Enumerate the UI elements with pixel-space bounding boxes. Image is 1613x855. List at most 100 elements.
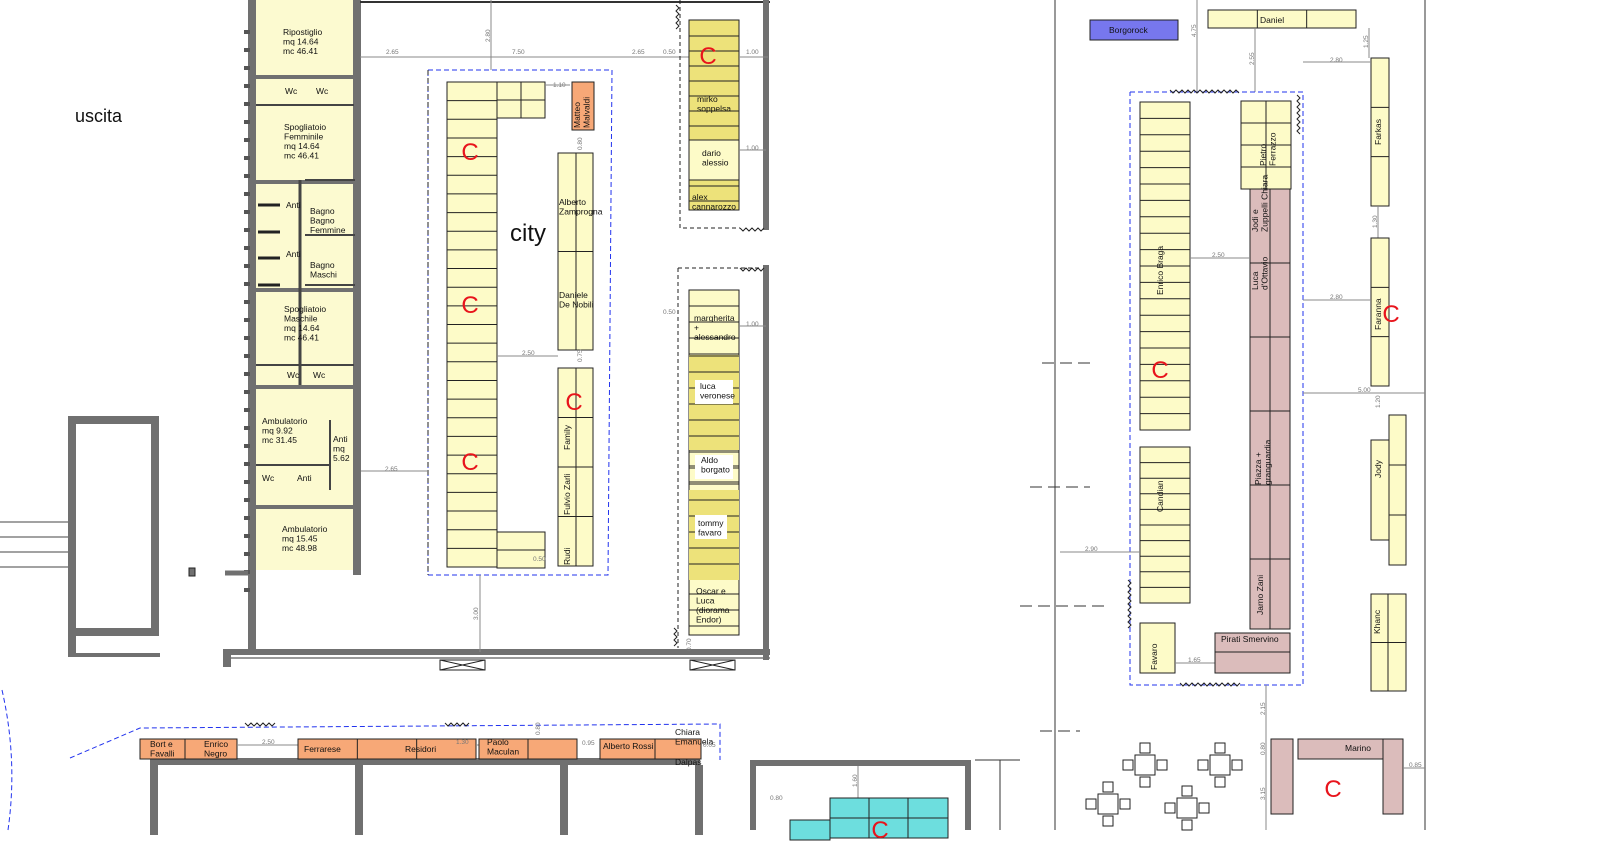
dimension-label: 0.50 [533, 556, 546, 563]
room-label-wc1: Wc [285, 86, 298, 96]
lower-wall [355, 765, 363, 835]
cafe-chair [1198, 802, 1210, 814]
lower-wall [560, 765, 568, 835]
partition-wall [256, 385, 354, 389]
room-label-wc5: Wc [262, 473, 275, 483]
cafe-chair [1231, 759, 1243, 771]
exhibitor-fulvio: Fulvio Zarli [562, 473, 572, 515]
dimension-label: 2.90 [1085, 546, 1098, 553]
window-mark [244, 480, 250, 484]
dimension-label: 0.50 [663, 49, 676, 56]
break-line [739, 227, 765, 232]
c-marker: C [461, 449, 478, 476]
partition-wall [256, 288, 354, 292]
window-mark [244, 552, 250, 556]
cafe-chair [1085, 798, 1097, 810]
window-mark [244, 138, 250, 142]
window-mark [244, 300, 250, 304]
window-mark [244, 408, 250, 412]
window-mark [244, 264, 250, 268]
lower-wall [965, 760, 971, 830]
dimension-label: 1.20 [1375, 395, 1382, 408]
cafe-chair [1119, 798, 1131, 810]
break-line [1169, 89, 1240, 94]
lower-wall [695, 765, 703, 835]
dimension-label: 0.95 [582, 740, 595, 747]
partition-wall [256, 180, 354, 184]
window-mark [244, 66, 250, 70]
exhibitor-farkas: Farkas [1373, 119, 1383, 145]
cafe-chair [1214, 742, 1226, 754]
outer-wall [248, 0, 256, 655]
cafe-chair [1139, 776, 1151, 788]
window-mark [244, 120, 250, 124]
break-line [673, 627, 678, 647]
cafe-table [1209, 754, 1231, 776]
stand-faranna [1370, 237, 1390, 387]
cafe-chair [1139, 742, 1151, 754]
c-marker: C [699, 43, 716, 70]
exterior-wall [68, 416, 159, 636]
exhibitor-pietro: PietroFerrazzo [1258, 132, 1278, 166]
window-mark [244, 192, 250, 196]
dimension-label: 3.15 [1260, 787, 1267, 800]
inner-wall [353, 0, 361, 575]
exhibitor-daniel: Daniel [1260, 15, 1284, 25]
dimension-label: 0.05 [703, 742, 716, 749]
partition-wall [256, 75, 354, 79]
break-line [244, 722, 276, 727]
dimension-label: 0.80 [1260, 742, 1267, 755]
exhibitor-rudi: Rudi [562, 547, 572, 565]
exhibitor-residori: Residori [405, 744, 436, 754]
window-mark [244, 210, 250, 214]
table-block [1270, 738, 1294, 815]
table-block [1382, 738, 1404, 815]
dimension-label: 2.80 [1330, 294, 1343, 301]
dashed-area-boundary [69, 723, 721, 760]
exhibitor-luca-d: Lucad'Ottavio [1250, 256, 1270, 290]
exhibitor-jody: Jody [1373, 459, 1383, 478]
partition-wall [256, 505, 354, 509]
dimension-label: 2.55 [1249, 52, 1256, 65]
door-opening [689, 659, 736, 671]
exhibitor-khanc: Khanc [1372, 609, 1382, 634]
dimension-label: 2.80 [1330, 57, 1343, 64]
window-mark [244, 246, 250, 250]
dimension-label: 0.80 [577, 137, 584, 150]
cafe-chair [1102, 781, 1114, 793]
break-line [739, 267, 765, 272]
window-mark [244, 228, 250, 232]
stand-pirati [1214, 632, 1291, 674]
dimension-label: 1.00 [746, 49, 759, 56]
lower-wall [150, 758, 700, 765]
window-mark [244, 102, 250, 106]
exhibitor-piazza: Piazza +granguardia [1253, 439, 1273, 485]
stand-favaro [1139, 622, 1176, 674]
room-label-wc3: Wc [287, 370, 300, 380]
cafe-chair [1197, 759, 1209, 771]
city-label: city [510, 220, 546, 247]
window-mark [244, 444, 250, 448]
window-mark [244, 48, 250, 52]
stand-jody [1388, 414, 1407, 566]
window-mark [244, 498, 250, 502]
break-line [1127, 579, 1132, 629]
window-mark [244, 462, 250, 466]
table-block [789, 819, 831, 841]
dimension-label: 1.30 [456, 739, 469, 746]
window-mark [244, 372, 250, 376]
cafe-chair [1181, 785, 1193, 797]
